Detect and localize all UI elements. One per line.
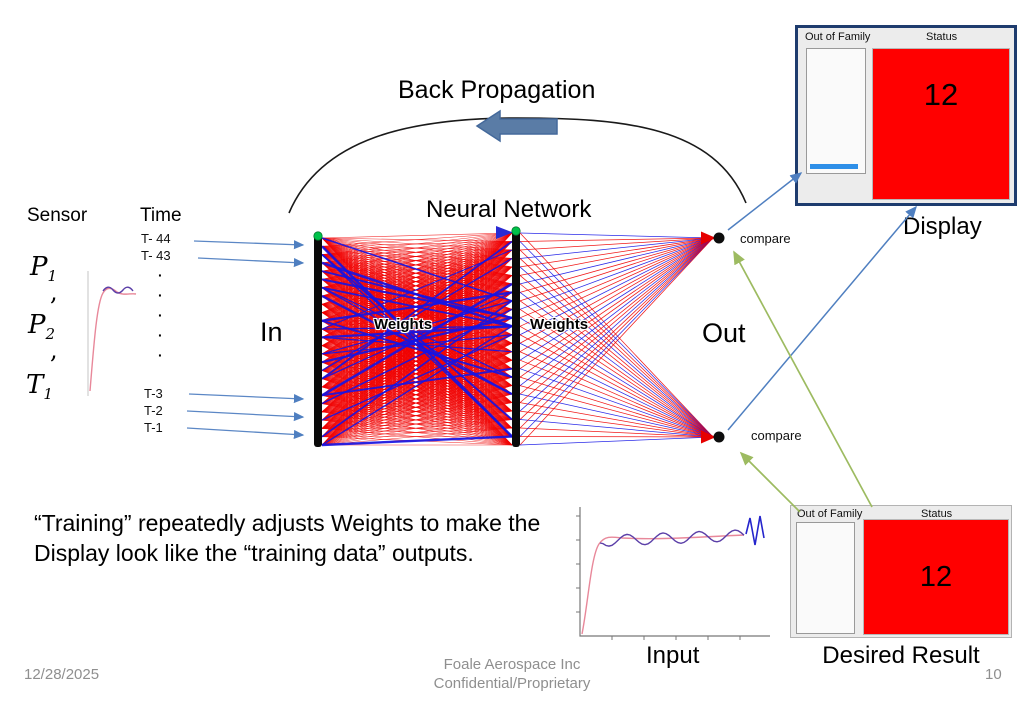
p2-sub: 2 [45,325,56,344]
status-value-box: 12 [872,48,1010,200]
time-label-t2: T-2 [144,403,163,418]
output-node-bottom [713,431,725,443]
time-label-t1: T-1 [144,420,163,435]
page-number: 10 [985,666,1002,683]
back-propagation-label: Back Propagation [398,76,596,104]
training-description-text: “Training” repeatedly adjusts Weights to… [34,510,541,566]
meter-level-bar [810,164,858,169]
footer-org: Foale Aerospace Inc [443,656,581,673]
t1-sub: 1 [43,385,53,404]
compare-label-top: compare [740,231,791,246]
time-label-t44: T- 44 [141,231,171,246]
t1-base: T [26,370,44,400]
weights-label-left: Weights [374,316,433,333]
sensor-mini-plot [87,271,137,396]
p1-sub: 1 [47,267,58,286]
status-label: Status [921,508,953,520]
weights-label-right: Weights [530,316,589,333]
input-plot-yticks [576,515,580,613]
out-of-family-meter [796,522,855,634]
p1-base: P [30,252,48,282]
footer-confidentiality: Foale Aerospace Inc Confidential/Proprie… [0,655,1024,693]
input-plot [576,507,770,640]
status-value: 12 [923,77,959,112]
input-plot-axes [579,507,770,637]
footer-confidential: Confidential/Proprietary [433,675,591,692]
weights-fan-hidden-to-output [519,232,714,446]
dot: · [158,347,163,363]
time-label: Time [140,205,182,226]
input-top-node [313,231,323,241]
dot: · [158,327,163,343]
time-label-t3: T-3 [144,386,163,401]
footer-date: 12/28/2025 [24,666,100,683]
display-label: Display [903,213,982,240]
input-plot-spike [745,515,765,546]
sensor-comma-2: , [50,336,58,364]
input-layer-bar [314,233,322,447]
backprop-loop-arc [288,117,747,214]
input-plot-xticks [611,636,741,640]
sensor-var-p1: P1 [30,252,57,285]
time-input-arrows [186,240,305,439]
in-label: In [260,317,283,347]
backprop-arrow [475,109,558,143]
time-labels-top: T- 44 T- 43 [141,230,171,264]
hidden-top-node [511,226,521,236]
time-labels-bottom: T-3 T-2 T-1 [144,385,163,436]
status-value-box: 12 [863,519,1009,635]
input-plot-label: Input [646,642,700,669]
out-label: Out [702,318,746,348]
input-plot-curve-pink [581,534,745,635]
output-arrowhead-bottom [701,430,716,444]
output-arrowhead-top [701,231,716,245]
p2-base: P [28,310,46,340]
input-plot-curve-purple [599,529,745,547]
sensor-comma-1: , [50,278,58,306]
weights-fan-input-to-hidden [321,232,513,447]
sensor-label: Sensor [27,205,88,226]
status-value: 12 [919,560,953,593]
hidden-input-arrowhead [496,226,513,239]
status-display-panel: Out of Family Status 12 [795,25,1017,206]
out-of-family-meter [806,48,866,174]
time-ellipsis-dots: · · · · · [158,267,163,363]
output-node-top [713,232,725,244]
out-of-family-label: Out of Family [797,508,863,520]
dot: · [158,287,163,303]
compare-label-bottom: compare [751,428,802,443]
status-label: Status [926,31,958,43]
neural-network-label: Neural Network [426,196,592,223]
time-label-t43: T- 43 [141,248,171,263]
dot: · [158,267,163,283]
desired-result-panel: Out of Family Status 12 [790,505,1012,638]
hidden-layer-bar [512,227,520,447]
out-of-family-label: Out of Family [805,31,871,43]
sensor-var-p2: P2 [28,310,55,343]
dot: · [158,307,163,323]
sensor-var-t1: T1 [26,370,53,403]
desired-result-label: Desired Result [822,642,980,669]
